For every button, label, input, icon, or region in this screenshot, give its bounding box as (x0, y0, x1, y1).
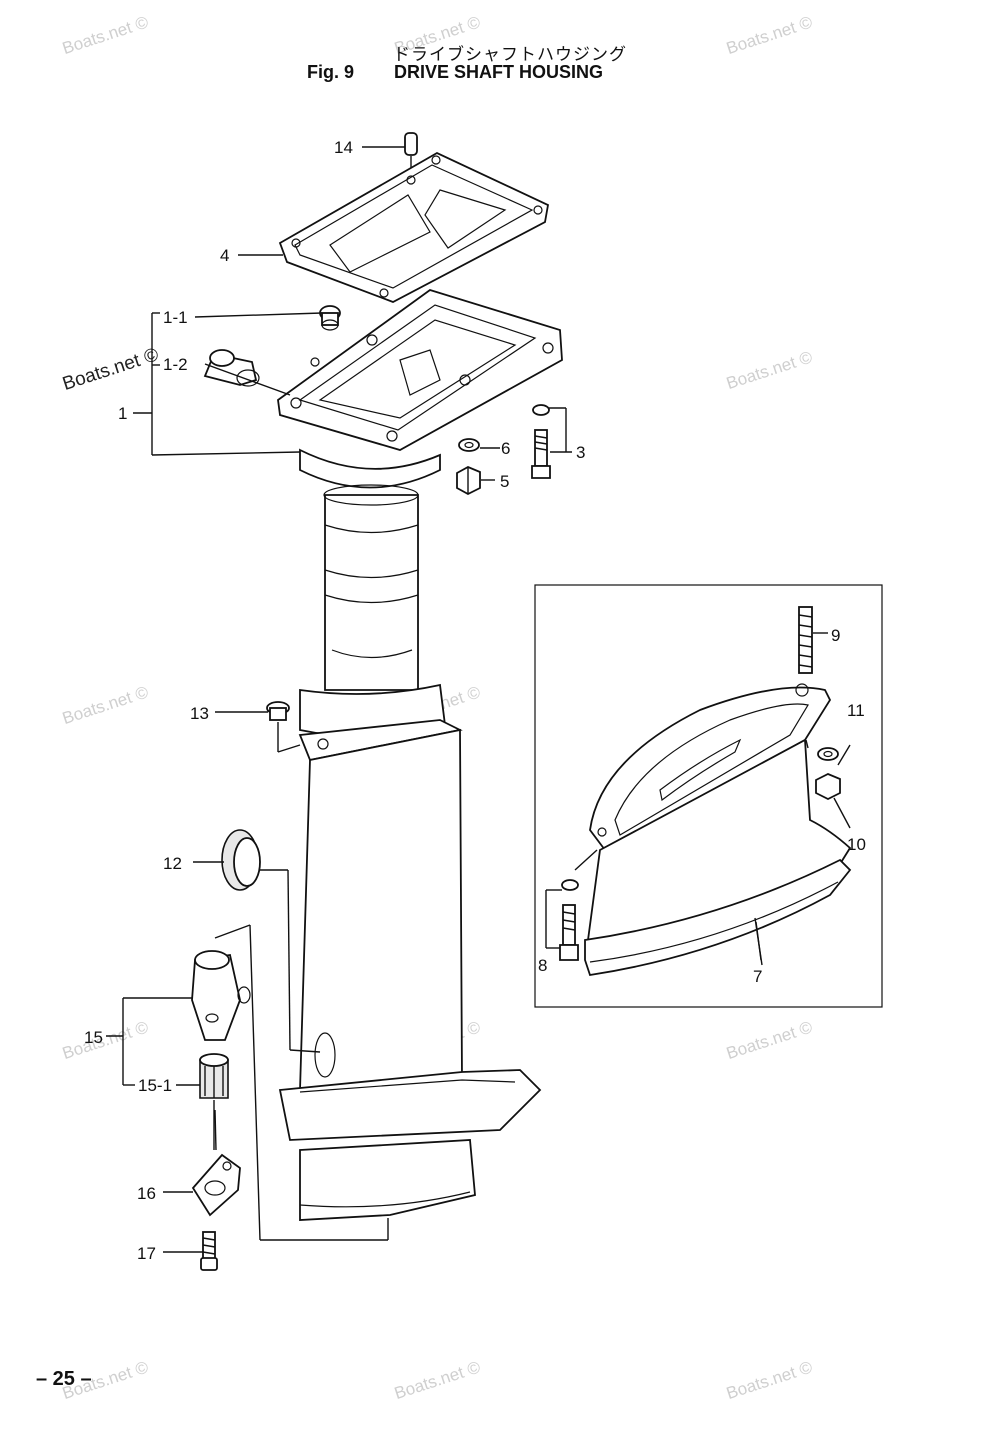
part-7-flange (584, 683, 852, 977)
part-12-grommet (221, 829, 261, 891)
part-10-nut (815, 773, 841, 801)
callout-9: 9 (831, 626, 840, 645)
callout-15: 15 (84, 1028, 103, 1047)
callout-15-1: 15-1 (138, 1076, 172, 1095)
part-1-drive-shaft-housing (277, 289, 563, 1221)
callout-10: 10 (847, 835, 866, 854)
callout-17: 17 (137, 1244, 156, 1263)
callout-16: 16 (137, 1184, 156, 1203)
part-3-bolt (531, 404, 551, 479)
callout-1-1: 1-1 (163, 308, 188, 327)
inset-leader-lines (545, 632, 851, 961)
part-1-1-bushing (319, 305, 341, 331)
part-5-nut (456, 466, 481, 496)
figure-title-japanese: ドライブシャフトハウジング (393, 45, 627, 65)
part-4-gasket (278, 151, 550, 303)
callout-1: 1 (118, 404, 127, 423)
part-17-screw (200, 1231, 218, 1271)
part-9-stud (798, 606, 813, 674)
callout-13: 13 (190, 704, 209, 723)
part-13-plug (266, 701, 290, 752)
leader-lines (106, 146, 572, 1253)
part-15-1-seal (199, 1053, 229, 1150)
callout-12: 12 (163, 854, 182, 873)
callout-11: 11 (847, 701, 865, 720)
callout-14: 14 (334, 138, 353, 157)
callout-4: 4 (220, 246, 229, 265)
callout-3: 3 (576, 443, 585, 462)
figure-number: Fig. 9 (307, 62, 355, 82)
part-8-bolt (559, 879, 579, 961)
callout-8: 8 (538, 956, 547, 975)
callout-7: 7 (753, 967, 762, 986)
inset-frame (534, 584, 883, 1008)
callouts: 14 4 1-1 1-2 1 6 5 3 13 12 15 15-1 16 17… (84, 138, 866, 1263)
page-number: – 25 – (36, 1368, 92, 1390)
figure-title: DRIVE SHAFT HOUSING (394, 62, 604, 82)
part-11-washer (817, 747, 839, 761)
callout-1-2: 1-2 (163, 355, 188, 374)
part-15-holder (191, 950, 251, 1041)
part-16-plate (191, 1153, 241, 1217)
callout-5: 5 (500, 472, 509, 491)
part-6-washer (458, 438, 480, 452)
callout-6: 6 (501, 439, 510, 458)
